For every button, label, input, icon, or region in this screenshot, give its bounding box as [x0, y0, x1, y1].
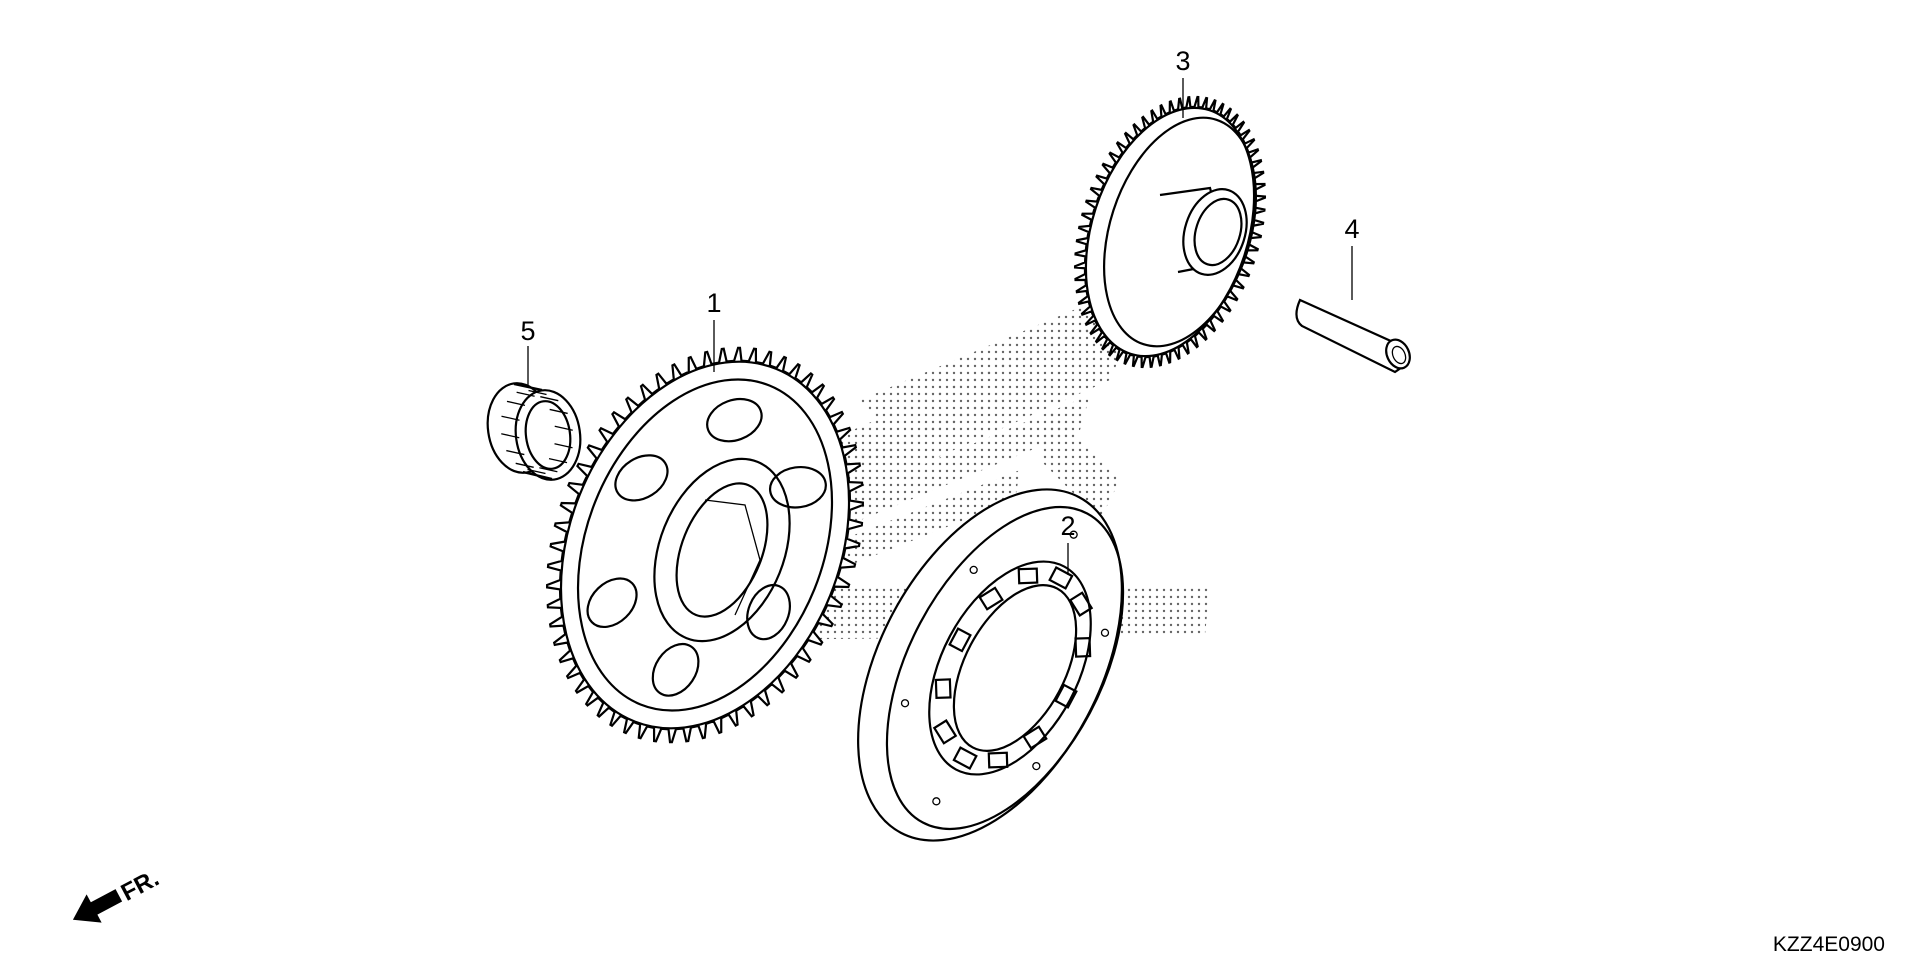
callout-5: 5 [520, 316, 536, 385]
callout-number: 1 [706, 288, 721, 318]
diagram-code: KZZ4E0900 [1773, 933, 1885, 956]
callout-2: 2 [1060, 511, 1076, 575]
reduction-gear-shaft [1295, 298, 1411, 374]
one-way-clutch [857, 488, 1125, 842]
arrow-left-icon [72, 889, 123, 923]
callout-number: 4 [1344, 214, 1359, 244]
callout-3: 3 [1175, 46, 1191, 118]
starter-driven-gear [546, 346, 864, 744]
svg-text:FR.: FR. [117, 865, 164, 907]
reduction-gear [1073, 95, 1267, 369]
callout-number: 3 [1175, 46, 1190, 76]
callout-number: 5 [520, 316, 535, 346]
callout-4: 4 [1344, 214, 1360, 300]
callout-number: 2 [1060, 511, 1075, 541]
needle-bearing [486, 382, 582, 481]
front-direction-indicator: FR. [72, 865, 164, 923]
callout-1: 1 [706, 288, 722, 372]
